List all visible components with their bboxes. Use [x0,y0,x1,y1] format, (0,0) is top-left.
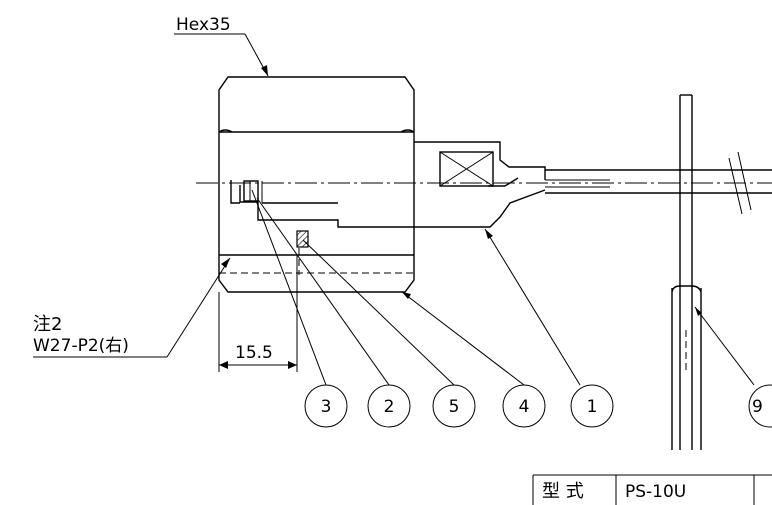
balloon-9-text: 9 [752,397,763,417]
fitting-hex [414,141,546,187]
gasket [296,230,309,248]
balloon-4: 4 [502,384,546,428]
hex-leader-arrow [261,65,268,76]
rod [671,94,702,450]
balloon-2: 2 [367,384,411,428]
note-label: 注2 [33,314,62,335]
fitting-body [230,180,546,228]
model-value: PS-10U [625,482,686,502]
dimension-15-5 [218,255,298,372]
model-key: 型 式 [542,481,584,502]
thread-leader-arrow [221,258,230,268]
balloon-1: 1 [570,384,614,428]
balloon-3-text: 3 [321,397,332,417]
hex-nut [218,76,415,293]
balloon-5-text: 5 [449,397,460,417]
balloon-2-text: 2 [384,397,395,417]
balloon-4-text: 4 [519,397,530,417]
balloon-3: 3 [304,384,348,428]
balloon-5: 5 [432,384,476,428]
title-block: 型 式 PS-10U [532,474,772,505]
dimension-value: 15.5 [235,343,273,363]
thread-spec-label: W27-P2(右) [33,336,129,356]
balloon-leaders [251,189,755,386]
pipe [545,151,772,215]
thread-leader-line [166,257,231,358]
hex-size-label: Hex35 [176,15,231,35]
balloon-1-text: 1 [587,397,598,417]
balloon-9: 9 [748,384,772,428]
